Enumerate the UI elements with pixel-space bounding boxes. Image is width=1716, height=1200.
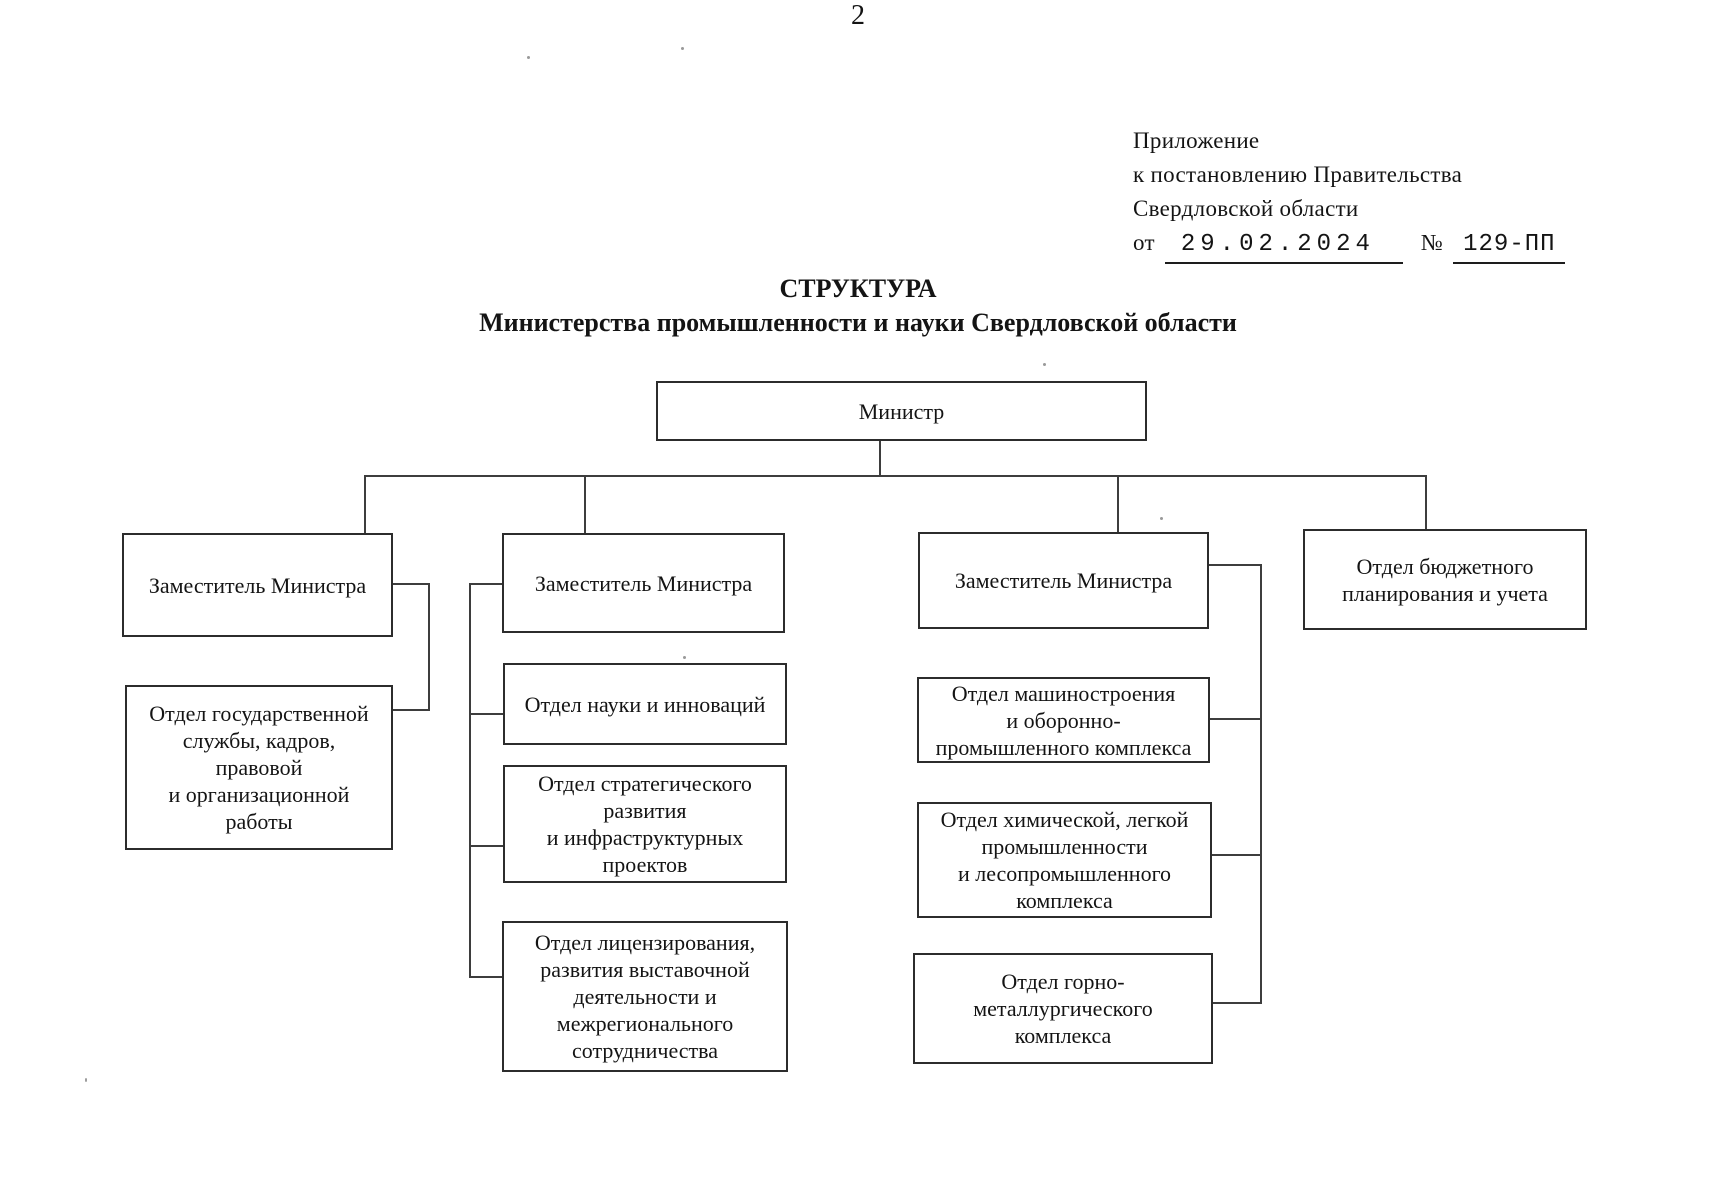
scan-speck: [1160, 517, 1163, 520]
date-value: 29.02.2024: [1164, 228, 1403, 264]
connector-minister-drop: [879, 441, 881, 477]
connector-drop-deputy-1: [364, 475, 366, 533]
scan-speck: [85, 1078, 87, 1082]
connector-col1-trunk: [428, 583, 430, 711]
org-box-deputy-2: Заместитель Министра: [502, 533, 785, 633]
org-box-chemical-dept: Отдел химической, легкой промышленности …: [917, 802, 1212, 918]
title-line-2: Министерства промышленности и науки Свер…: [479, 308, 1237, 337]
connector-drop-deputy-2: [584, 475, 586, 533]
org-box-deputy-3: Заместитель Министра: [918, 532, 1209, 629]
connector-col3-trunk: [1260, 564, 1262, 1004]
org-box-deputy-1: Заместитель Министра: [122, 533, 393, 637]
org-box-minister: Министр: [656, 381, 1147, 441]
org-box-mining-dept: Отдел горно- металлургического комплекса: [913, 953, 1213, 1064]
connector-col1-stub-top: [393, 583, 430, 585]
org-box-civil-service-dept: Отдел государственной службы, кадров, пр…: [125, 685, 393, 850]
scan-speck: [527, 56, 530, 59]
appendix-line-3: Свердловской области: [1133, 196, 1359, 221]
org-box-budget-dept: Отдел бюджетного планирования и учета: [1303, 529, 1587, 630]
org-box-licensing-dept: Отдел лицензирования, развития выставочн…: [502, 921, 788, 1072]
document-title: СТРУКТУРА Министерства промышленности и …: [0, 272, 1716, 340]
date-prefix: от: [1133, 230, 1155, 255]
scan-speck: [683, 656, 686, 659]
org-box-science-dept: Отдел науки и инноваций: [503, 663, 787, 745]
appendix-line-2: к постановлению Правительства: [1133, 162, 1463, 187]
connector-drop-budget-dept: [1425, 475, 1427, 529]
connector-col1-stub-bottom: [393, 709, 430, 711]
connector-col2-stub-top: [469, 583, 502, 585]
connector-col3-stub-machinery: [1210, 718, 1260, 720]
connector-col2-stub-strategic: [469, 845, 503, 847]
connector-col2-stub-science: [469, 713, 503, 715]
scan-speck: [681, 47, 684, 50]
appendix-ref-line: от 29.02.2024 № 129-ПП: [1133, 226, 1566, 264]
scan-speck: [1043, 363, 1046, 366]
number-value: 129-ПП: [1453, 228, 1566, 264]
connector-drop-deputy-3: [1117, 475, 1119, 532]
connector-col2-trunk: [469, 583, 471, 978]
page-number: 2: [851, 0, 865, 31]
connector-main-rail: [364, 475, 1427, 477]
number-sign: №: [1420, 230, 1444, 255]
org-box-machinery-dept: Отдел машиностроения и оборонно- промышл…: [917, 677, 1210, 763]
connector-col2-stub-licensing: [469, 976, 502, 978]
org-box-strategic-dept: Отдел стратегического развития и инфраст…: [503, 765, 787, 883]
title-line-1: СТРУКТУРА: [779, 274, 937, 303]
connector-col3-stub-top: [1209, 564, 1262, 566]
connector-col3-stub-mining: [1213, 1002, 1260, 1004]
appendix-block: Приложение к постановлению Правительства…: [1133, 124, 1566, 264]
appendix-line-1: Приложение: [1133, 128, 1260, 153]
connector-col3-stub-chemical: [1212, 854, 1260, 856]
